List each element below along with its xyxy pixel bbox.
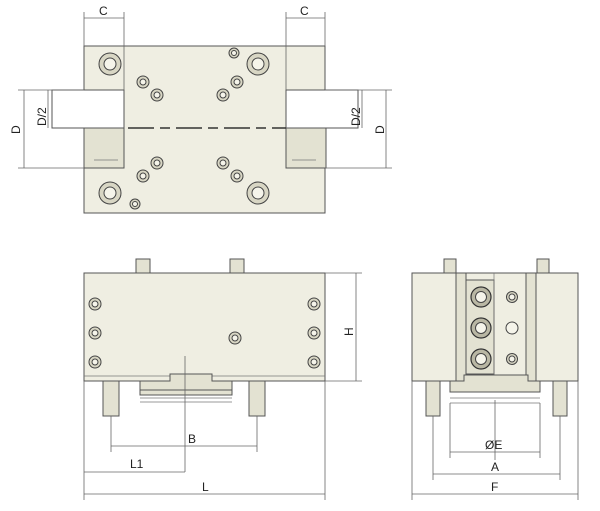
front-body [83,272,326,382]
small-hole-icon [129,47,244,210]
front-leg-right [248,380,266,417]
side-tab-left [443,258,457,274]
front-tab-right [229,258,245,274]
top-right-slot [285,89,359,129]
front-hole-icon [88,297,321,369]
top-left-slot [51,89,125,129]
top-view: C C D D/2 D/2 D [9,4,392,214]
side-screw-icon [470,286,492,370]
front-tab-left [135,258,151,274]
top-left-recess [83,127,125,169]
front-leg-left [102,380,120,417]
label-c-right: C [300,4,309,18]
side-leg-left [425,380,441,417]
dimension-c-right [285,12,326,90]
label-b: B [188,432,196,446]
dimension-c-left [83,12,125,90]
label-f: F [491,480,498,494]
label-e-dia: ØE [485,438,502,452]
label-h: H [342,327,356,336]
dimension-a [432,416,561,480]
dimension-d-left [18,89,84,169]
label-c-left: C [99,4,108,18]
label-l1: L1 [130,457,144,471]
label-d-half-left: D/2 [35,107,49,126]
label-d-left: D [9,125,23,134]
side-bottom-key [449,374,541,393]
top-right-recess [285,127,327,169]
label-d-half-right: D/2 [349,107,363,126]
dimension-e [449,403,541,458]
side-tab-right [536,258,550,274]
dimension-h [325,272,362,382]
label-d-right: D [373,125,387,134]
front-view: H B L1 L [83,258,362,500]
label-a: A [491,460,499,474]
dimension-f [411,381,579,500]
side-hole-icon [505,291,519,365]
side-leg-right [552,380,568,417]
dimension-b [110,416,258,452]
corner-hole-icon [98,52,270,205]
label-l: L [202,480,209,494]
dimension-d-right [325,89,392,169]
side-view: ØE A F [411,258,579,500]
dimension-l [84,381,326,500]
dimension-l1 [83,381,185,500]
